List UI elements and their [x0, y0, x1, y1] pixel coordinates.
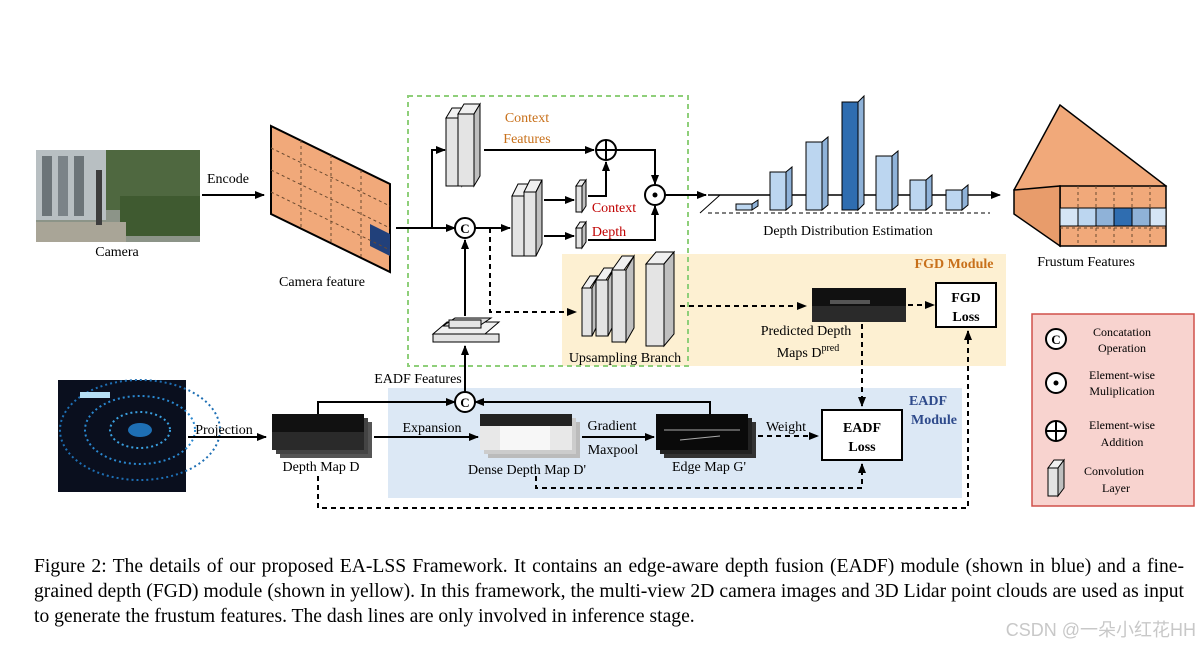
depth-distribution-label: Depth Distribution Estimation — [763, 224, 933, 239]
concat-to-upsampling — [489, 228, 577, 316]
upsampling-conv-layers — [581, 250, 676, 348]
svg-text:Loss: Loss — [848, 440, 876, 455]
svg-text:FGD: FGD — [951, 291, 981, 306]
add-to-mult — [616, 149, 659, 185]
expansion-label: Expansion — [402, 421, 461, 436]
branch-to-context — [431, 146, 446, 228]
legend-mult-icon — [1045, 372, 1067, 394]
svg-text:EADF: EADF — [843, 421, 881, 436]
element-add-icon — [595, 139, 617, 161]
depth-distribution-chart — [699, 94, 1001, 214]
dense-depth-label: Dense Depth Map D' — [468, 463, 586, 478]
context-features-label-1: Context — [505, 111, 549, 126]
legend-concat-label-1: Concatation — [1093, 325, 1151, 339]
context-small-layer — [575, 178, 587, 214]
svg-text:C: C — [460, 395, 469, 410]
fgd-region — [562, 254, 1006, 366]
legend-concat-icon: C — [1045, 328, 1067, 350]
lss-dashed-box — [407, 95, 689, 367]
projection-label: Projection — [195, 423, 253, 438]
lidar-pointcloud-image — [58, 379, 221, 492]
encode-label: Encode — [207, 172, 249, 187]
eadf-concat-icon: C — [454, 391, 476, 413]
eadf-loss-box: EADF Loss — [821, 409, 903, 461]
context-features-label-2: Features — [503, 132, 550, 147]
figure-caption: Figure 2: The details of our proposed EA… — [34, 556, 1184, 627]
context-small-label: Context — [592, 201, 636, 216]
weight-label: Weight — [766, 420, 806, 435]
fgd-module-title: FGD Module — [915, 257, 994, 272]
context-conv-layers — [445, 102, 481, 188]
depth-small-to-mult — [588, 205, 659, 241]
legend-box: C Concatation Operation Element-wise Mul… — [1031, 313, 1195, 507]
legend-add-icon — [1045, 420, 1067, 442]
depth-map-label: Depth Map D — [283, 460, 360, 475]
context-small-to-add — [588, 161, 610, 197]
predicted-depth-map-image — [812, 288, 906, 322]
eadf-features-stack — [431, 317, 501, 343]
edge-map-label: Edge Map G' — [672, 460, 746, 475]
depthmap-to-eadf-concat — [317, 398, 456, 414]
legend-add-label-2: Addition — [1101, 435, 1144, 449]
camera-feature-map — [270, 124, 391, 274]
eadf-module-title-2: Module — [911, 413, 957, 428]
legend-mult-label-2: Muliplication — [1089, 384, 1154, 398]
eadf-module-title-1: EADF — [909, 394, 947, 409]
camera-feature-label: Camera feature — [279, 275, 365, 290]
frustum-features-label: Frustum Features — [1037, 255, 1135, 270]
concat-icon: C — [454, 217, 476, 239]
depth-net-conv-layers — [511, 179, 543, 257]
maxpool-label: Maxpool — [588, 443, 639, 458]
legend-conv-label-2: Layer — [1102, 481, 1130, 495]
dense-depth-map-image — [480, 414, 580, 458]
camera-label: Camera — [95, 245, 139, 260]
eadf-features-label: EADF Features — [374, 372, 462, 387]
camera-image — [36, 150, 200, 242]
predicted-depth-label-1: Predicted Depth — [761, 324, 852, 339]
predicted-depth-label-2: Maps Dpred — [777, 343, 840, 361]
watermark: CSDN @一朵小红花HH — [1005, 620, 1196, 640]
upsampling-branch-label: Upsampling Branch — [569, 351, 681, 366]
dense-to-eadf-loss-dashed — [535, 463, 866, 489]
edgemap-to-eadf-concat — [474, 398, 711, 414]
legend-conv-icon — [1047, 458, 1065, 498]
svg-text:Loss: Loss — [952, 310, 980, 325]
fgd-loss-box: FGD Loss — [935, 282, 997, 328]
depth-small-label: Depth — [592, 225, 626, 240]
legend-conv-label-1: Convolution — [1084, 464, 1144, 478]
depth-small-layer — [575, 220, 587, 250]
svg-text:C: C — [460, 221, 469, 236]
svg-text:C: C — [1051, 332, 1060, 347]
element-mult-icon — [644, 184, 666, 206]
legend-add-label-1: Element-wise — [1089, 418, 1155, 432]
legend-mult-label-1: Element-wise — [1089, 368, 1155, 382]
frustum-features-volume — [1013, 103, 1168, 248]
gradient-label: Gradient — [588, 419, 637, 434]
legend-concat-label-2: Operation — [1098, 341, 1146, 355]
depth-map-image — [272, 414, 372, 458]
edge-map-image — [656, 414, 756, 458]
